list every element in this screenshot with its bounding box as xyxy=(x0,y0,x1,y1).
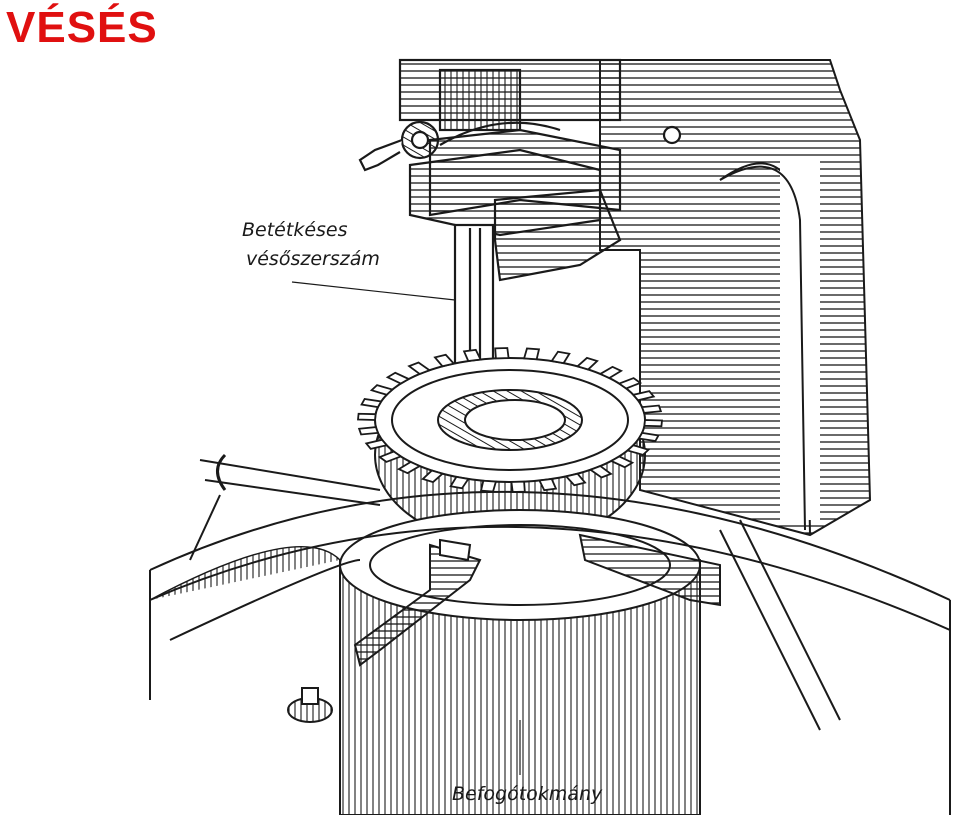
tool-holder-head xyxy=(358,58,682,282)
gear-tooth xyxy=(588,465,613,479)
gear-tooth xyxy=(357,412,377,421)
machine-table xyxy=(149,453,951,815)
gear-tooth xyxy=(364,438,389,450)
gear-tooth xyxy=(609,455,635,469)
tool-label-line2: vésőszerszám xyxy=(246,248,380,270)
gear-tooth xyxy=(637,431,660,443)
gear-tooth xyxy=(360,397,383,409)
tool-label-line1: Betétkéses xyxy=(242,219,348,241)
gear-tooth xyxy=(449,475,470,490)
gear-tooth xyxy=(643,419,663,428)
gear-tooth xyxy=(522,347,541,361)
gear-tooth xyxy=(494,347,510,360)
gear-icon xyxy=(357,347,663,546)
gear-tooth xyxy=(462,348,482,363)
tool-leader-line xyxy=(291,281,456,301)
gear-tooth xyxy=(575,356,599,371)
gear-tooth xyxy=(433,353,456,368)
gear-tooth xyxy=(598,365,624,380)
gear-tooth xyxy=(538,477,558,492)
gear-tooth xyxy=(625,444,651,456)
gear-tooth xyxy=(550,350,571,365)
gear-tooth xyxy=(421,469,445,484)
bolt-icon xyxy=(287,687,333,723)
chuck-label: Befogótokmány xyxy=(452,783,603,805)
gear-tooth xyxy=(357,426,380,436)
gear-tooth xyxy=(640,404,663,414)
page-title: VÉSÉS xyxy=(6,3,158,52)
gear-tooth xyxy=(396,460,422,475)
gear-tooth xyxy=(631,390,656,402)
gear-tooth xyxy=(617,377,643,390)
machine-column xyxy=(599,59,872,537)
gear-tooth xyxy=(369,384,395,396)
gear-tooth xyxy=(407,361,432,375)
chuck-icon xyxy=(339,509,721,815)
gear-tooth xyxy=(510,480,526,493)
gear-tooth xyxy=(479,479,498,493)
gear-tooth xyxy=(377,450,403,463)
gear-tooth xyxy=(564,472,587,487)
gear-tooth xyxy=(385,371,411,385)
adjustment-screw-icon xyxy=(358,120,440,172)
